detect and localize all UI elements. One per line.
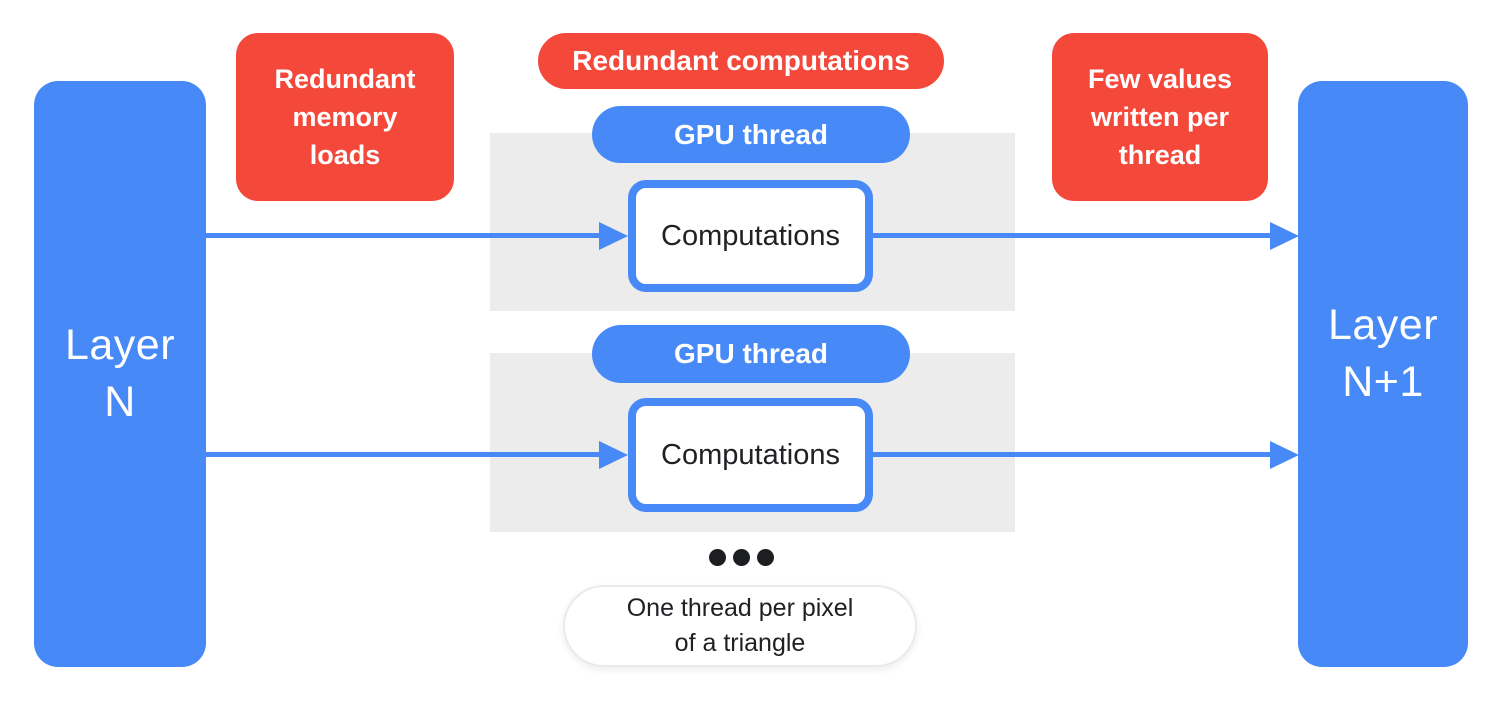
gpu-thread-label-1: GPU thread [673,118,829,150]
caption-pill: One thread per pixel of a triangle [563,585,917,667]
redundant-memory-loads-text: Redundant memory loads [275,60,416,175]
few-values-badge: Few values written per thread [1052,33,1268,201]
arrow-line-layer-n-to-computations-1 [206,233,600,238]
arrow-line-layer-n-to-computations-2 [206,452,600,457]
caption-line: One thread per pixel [626,594,854,622]
few-values-text: Few values written per thread [1088,60,1232,175]
badge-line: thread [1118,140,1202,171]
gpu-thread-pill-1: GPU thread [592,106,910,163]
gpu-thread-pill-2: GPU thread [592,325,910,383]
arrowhead-icon [599,441,628,469]
layer-n1-box: Layer N+1 [1298,81,1468,667]
computations-box-2: Computations [628,398,873,512]
ellipsis-dot [733,549,750,566]
layer-n-label-line2: N [104,378,136,426]
layer-n-label: Layer N [65,317,175,431]
redundant-computations-text: Redundant computations [572,45,910,76]
caption-text: One thread per pixel of a triangle [627,591,854,661]
ellipsis-icon [709,549,774,566]
badge-line: written per [1090,101,1229,132]
gpu-thread-label-2: GPU thread [673,338,829,369]
layer-n1-label: Layer N+1 [1328,297,1438,451]
redundant-memory-loads-badge: Redundant memory loads [236,33,454,201]
layer-n-box: Layer N [34,81,206,667]
arrow-line-computations-1-to-layer-n1 [873,233,1270,238]
layer-n-label-line1: Layer [64,321,176,370]
caption-line: of a triangle [674,629,806,657]
ellipsis-dot [709,549,726,566]
arrow-line-computations-2-to-layer-n1 [873,452,1270,457]
arrowhead-icon [1270,222,1299,250]
layer-n1-label-line1: Layer [1327,301,1439,350]
badge-line: Redundant [274,63,416,94]
arrowhead-icon [599,222,628,250]
computations-label-2: Computations [661,438,840,471]
ellipsis-dot [757,549,774,566]
arrowhead-icon [1270,441,1299,469]
badge-line: loads [309,140,381,171]
computations-box-1: Computations [628,180,873,292]
redundant-computations-badge: Redundant computations [538,33,944,89]
computations-label-1: Computations [661,219,840,252]
badge-line: Few values [1087,63,1233,94]
layer-n1-label-line2: N+1 [1342,358,1424,406]
badge-line: memory [292,101,398,132]
